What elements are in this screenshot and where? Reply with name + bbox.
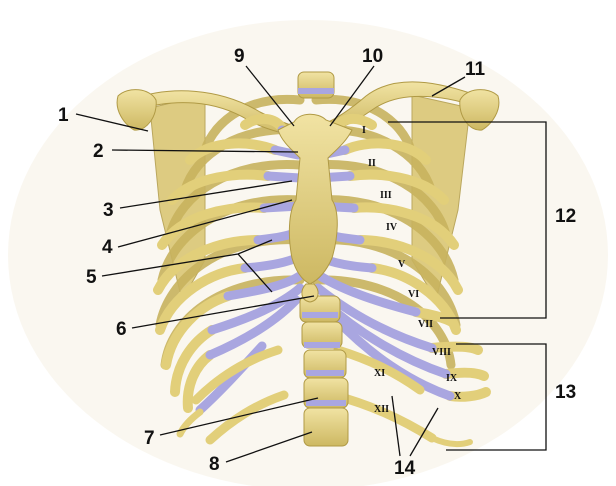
label-2: 2 (93, 141, 104, 162)
label-8: 8 (209, 454, 220, 475)
label-3: 3 (103, 200, 114, 221)
rib-numeral-7: VII (418, 319, 433, 330)
label-9: 9 (234, 46, 245, 67)
rib-numeral-12: XII (374, 404, 389, 415)
left-acromion (116, 89, 157, 131)
rib-numeral-3: III (380, 190, 392, 201)
rib-numeral-4: IV (386, 222, 398, 233)
rib-numeral-8: VIII (432, 347, 451, 358)
label-13: 13 (555, 382, 576, 403)
rib-numeral-6: VI (408, 289, 419, 300)
label-11: 11 (465, 59, 486, 80)
label-7: 7 (144, 428, 155, 449)
rib-numeral-1: I (362, 125, 366, 136)
sternum (277, 113, 353, 285)
label-10: 10 (362, 46, 383, 67)
rib-numeral-11: XI (374, 368, 385, 379)
leader-lines (75, 65, 547, 463)
anterior-ribs (153, 113, 491, 448)
label-1: 1 (58, 105, 69, 126)
label-4: 4 (102, 237, 113, 258)
xiphoid-process (301, 283, 319, 303)
rib-numeral-10: X (454, 391, 462, 402)
label-6: 6 (116, 319, 127, 340)
rib-numeral-9: IX (446, 373, 458, 384)
rib-numeral-5: V (398, 259, 406, 270)
label-5: 5 (86, 267, 97, 288)
label-14: 14 (394, 458, 416, 479)
rib-numeral-2: II (368, 158, 376, 169)
vertebral-column (297, 71, 349, 447)
label-12: 12 (555, 206, 576, 227)
